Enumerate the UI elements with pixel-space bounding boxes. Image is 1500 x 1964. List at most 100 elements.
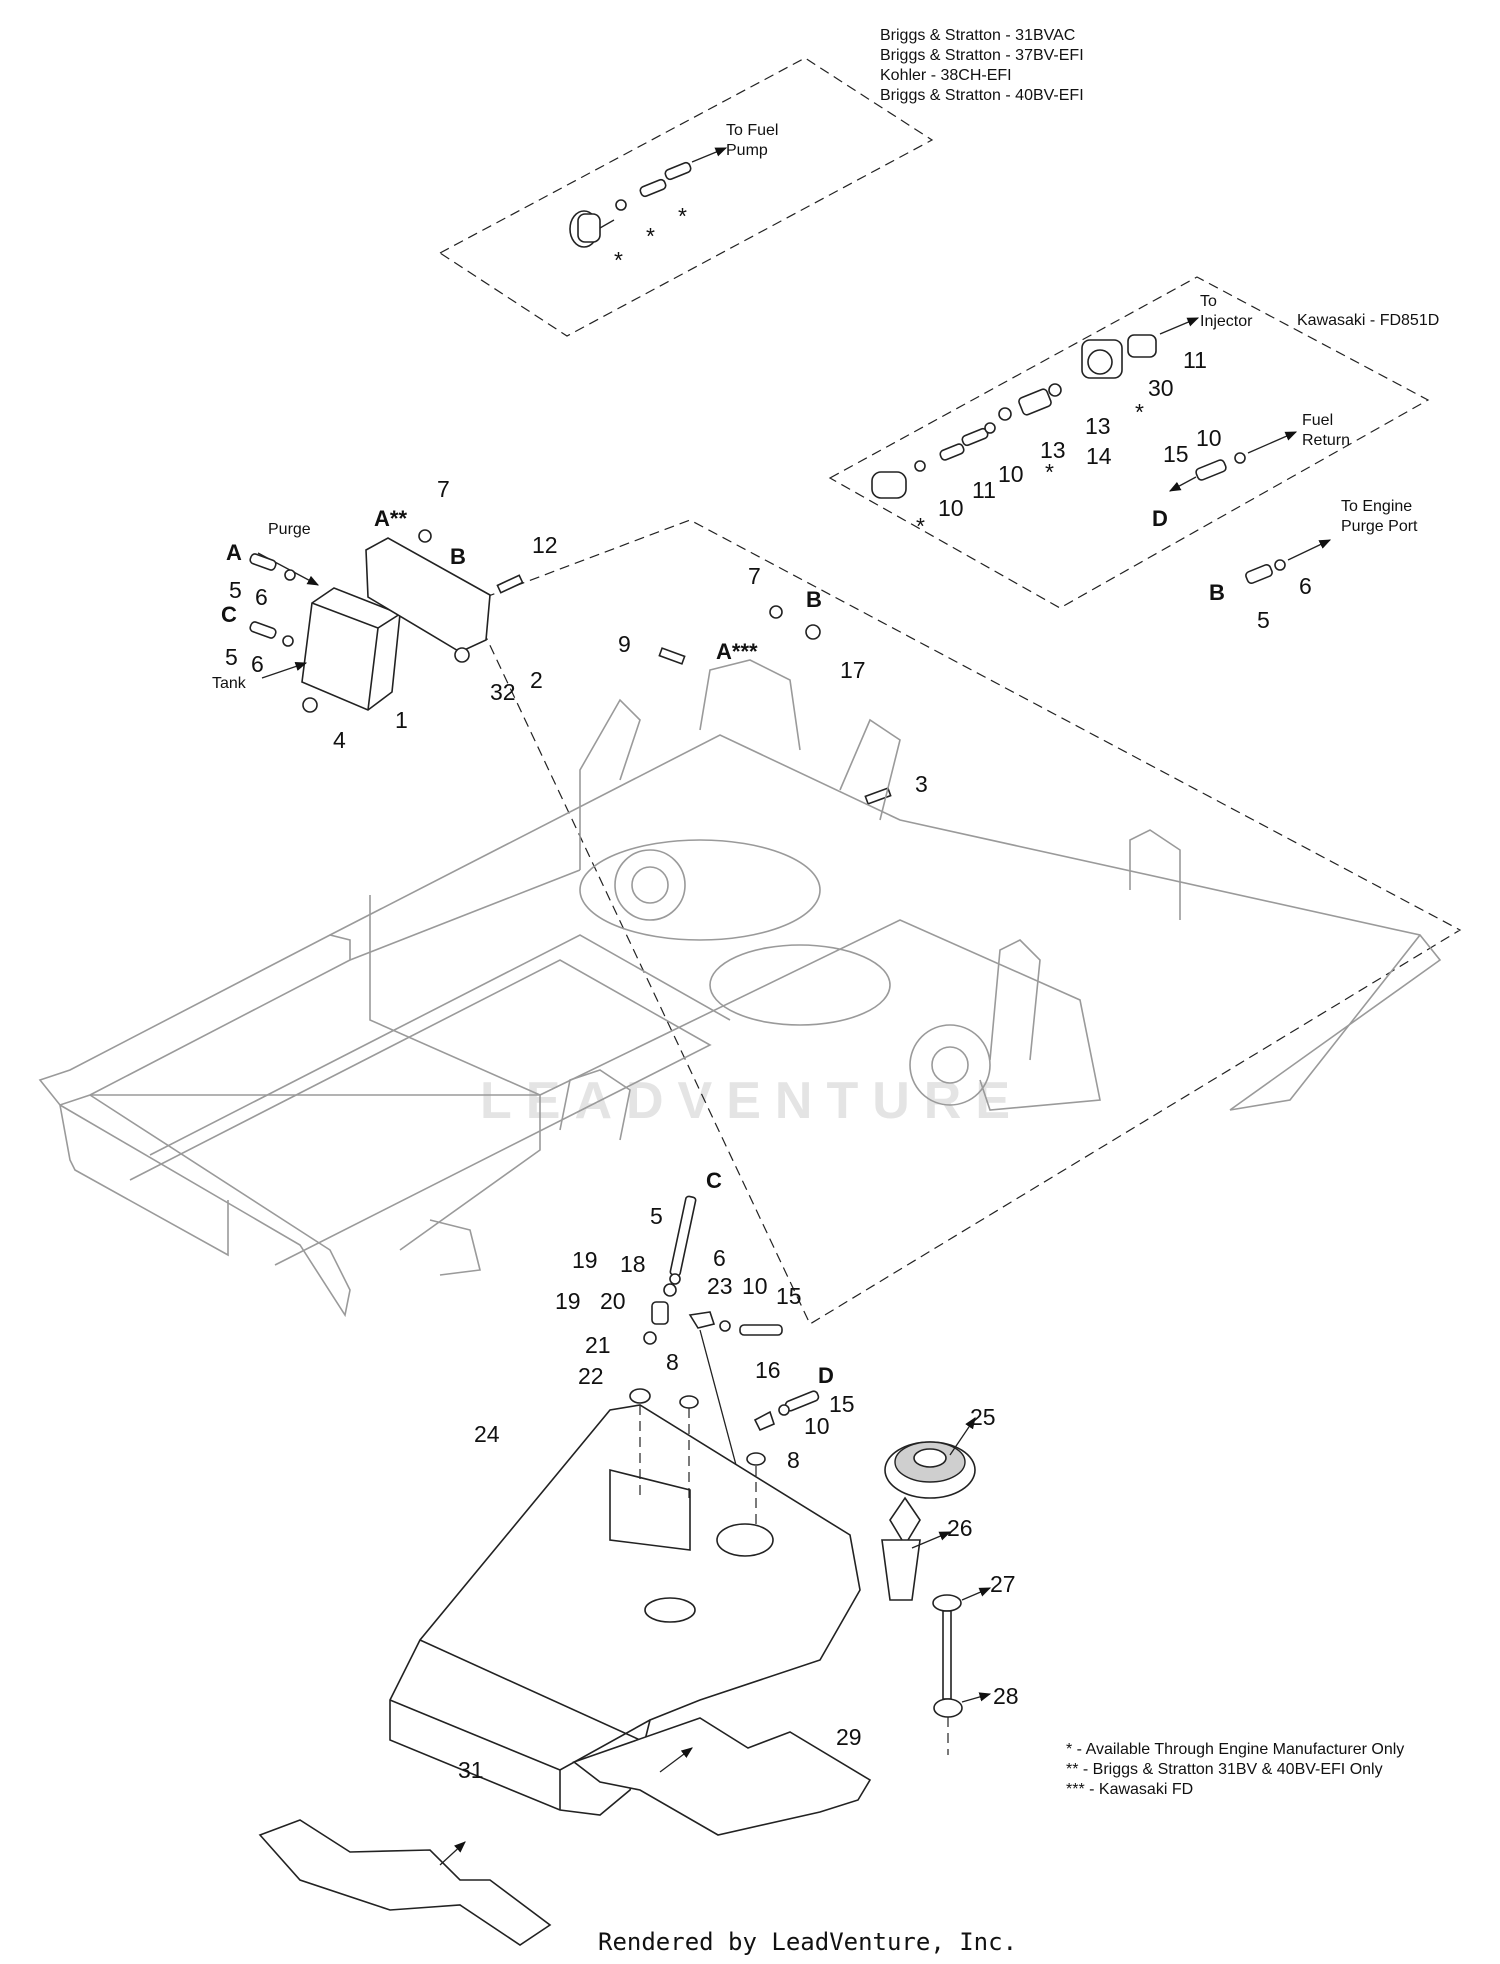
- nut-32-part: [454, 647, 470, 663]
- briggs-kohler-inset: Briggs & Stratton - 31BVAC Briggs & Stra…: [438, 27, 1084, 337]
- clamp-10-part: [984, 422, 996, 434]
- hose-5-lower-part: [669, 1195, 697, 1277]
- hose-15-lower-part: [739, 1324, 783, 1336]
- callout-6-k: 6: [1299, 573, 1312, 599]
- ref-b-callout-2: B: [806, 587, 822, 612]
- fuel-gauge-part: [932, 1594, 962, 1612]
- tank-filler-neck: [716, 1523, 774, 1557]
- callout-30: 30: [1148, 375, 1174, 401]
- hose-15-d-part: [784, 1390, 820, 1412]
- kawasaki-label: Kawasaki - FD851D: [1297, 312, 1439, 329]
- ref-b-callout-k: B: [1209, 580, 1225, 605]
- hose-15-part: [1195, 459, 1227, 481]
- footer-credit: Rendered by LeadVenture, Inc.: [598, 1928, 1017, 1956]
- callout-23: 23: [707, 1273, 733, 1299]
- tank-access-plate: [609, 1468, 691, 1551]
- callout-9: 9: [618, 631, 631, 657]
- callout-1: 1: [395, 707, 408, 733]
- footnote-1: * - Available Through Engine Manufacture…: [1066, 1741, 1404, 1758]
- star-callout: *: [614, 247, 623, 273]
- callout-5-lower: 5: [650, 1203, 663, 1229]
- purge-label: Purge: [268, 521, 311, 538]
- grommet-8b-part: [746, 1452, 766, 1466]
- engine-label-4: Briggs & Stratton - 40BV-EFI: [880, 87, 1084, 104]
- callout-5-k: 5: [1257, 607, 1270, 633]
- heat-shield-31-part: [258, 1819, 552, 1946]
- callout-10-lower: 10: [742, 1273, 768, 1299]
- engine-label-3: Kohler - 38CH-EFI: [880, 67, 1012, 84]
- tank-vent-boss: [644, 1597, 696, 1623]
- callout-13: 13: [1085, 413, 1111, 439]
- clip-7-part: [418, 529, 432, 543]
- fuel-filter-part: [569, 210, 615, 248]
- callout-18: 18: [620, 1251, 646, 1277]
- fuel-tank-assembly: 24 25 26 27 28: [389, 1404, 1019, 1816]
- fuel-pump-part: [1081, 339, 1123, 379]
- hose-5c-part: [249, 621, 277, 639]
- heat-shields: 29 31: [258, 1717, 872, 1946]
- hose-segment-part-2: [664, 161, 692, 181]
- grommet-18-part: [663, 1283, 677, 1297]
- clamp-6a-part: [284, 569, 296, 581]
- callout-15: 15: [1163, 441, 1189, 467]
- ref-a-callout: A: [226, 540, 242, 565]
- bracket-part: [365, 537, 491, 653]
- heat-shield-29-part: [572, 1717, 872, 1836]
- ref-d-callout: D: [1152, 506, 1168, 531]
- star-callout-3: *: [678, 203, 687, 229]
- callout-4: 4: [333, 727, 346, 753]
- grommet-22-part: [629, 1388, 651, 1404]
- callout-7b: 7: [748, 563, 761, 589]
- fuel-line-assembly: C 5 6 19 18 23 10 15 19 20 21 22 8 16 D …: [555, 1168, 855, 1481]
- clamp-6-lower-part: [669, 1273, 681, 1285]
- clamp-10b-part: [914, 460, 926, 472]
- screw-12-part: [496, 574, 524, 594]
- filler-strainer-part: [881, 1539, 921, 1601]
- mower-frame: [38, 659, 1442, 1318]
- callout-5c: 5: [225, 644, 238, 670]
- hose-5a-part: [249, 553, 277, 571]
- nut-17-part: [805, 624, 821, 640]
- pickup-tube-part: [699, 1329, 741, 1481]
- star-callout-2: *: [646, 223, 655, 249]
- callout-6a: 6: [255, 584, 268, 610]
- fuel-cap-part: [884, 1441, 976, 1499]
- cap-tether-part: [889, 1496, 921, 1547]
- tank-label: Tank: [212, 675, 247, 692]
- callout-16: 16: [755, 1357, 781, 1383]
- callout-5a: 5: [229, 577, 242, 603]
- routing-line-main: [469, 519, 1462, 1325]
- screw-3-part: [864, 787, 892, 805]
- callout-29: 29: [836, 1724, 862, 1750]
- gauge-grommet-part: [933, 1698, 963, 1718]
- engine-label-1: Briggs & Stratton - 31BVAC: [880, 27, 1075, 44]
- callout-6c: 6: [251, 651, 264, 677]
- callout-10b: 10: [938, 495, 964, 521]
- hose-5-part: [1245, 563, 1273, 585]
- callout-15-d: 15: [829, 1391, 855, 1417]
- screw-9-part: [658, 647, 686, 665]
- evap-canister-assembly: Purge Tank A 5 6 C 5 6 4 1 32 2 12 7 A**…: [212, 476, 558, 753]
- callout-12: 12: [532, 532, 558, 558]
- callout-31: 31: [458, 1757, 484, 1783]
- elbow-16-part: [753, 1410, 775, 1432]
- star-callout-k3: *: [916, 513, 925, 539]
- star-callout-k2: *: [1045, 459, 1054, 485]
- clamp-10c-part: [1234, 452, 1246, 464]
- fitting-20-part: [651, 1301, 669, 1325]
- callout-19b: 19: [555, 1288, 581, 1314]
- nut-4-part: [302, 697, 318, 713]
- footnote-3: *** - Kawasaki FD: [1066, 1781, 1193, 1798]
- clamp-13b-part: [998, 407, 1012, 421]
- callout-8b: 8: [787, 1447, 800, 1473]
- callout-13b: 13: [1040, 437, 1066, 463]
- footnote-2: ** - Briggs & Stratton 31BV & 40BV-EFI O…: [1066, 1761, 1383, 1778]
- ref-d-lower-callout: D: [818, 1363, 834, 1388]
- ref-a2-callout: A**: [374, 506, 407, 531]
- callout-11b: 11: [972, 477, 996, 503]
- callout-10-d: 10: [804, 1413, 830, 1439]
- callout-22: 22: [578, 1363, 604, 1389]
- callout-19: 19: [572, 1247, 598, 1273]
